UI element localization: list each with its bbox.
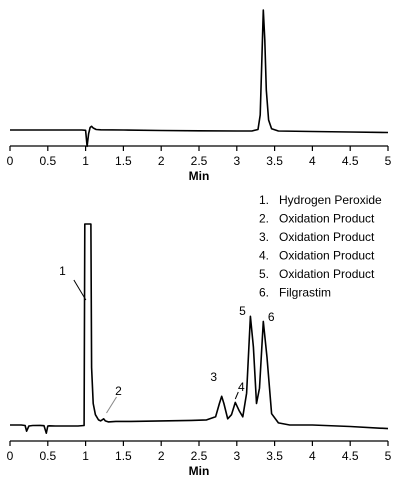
x-tick-label: 3.5 [266,154,283,168]
legend-entry-number: 2. [259,212,269,226]
x-tick-label: 2.5 [191,154,208,168]
x-tick-label: 0.5 [39,449,56,463]
x-tick-label: 4.5 [342,154,359,168]
peak-label-2: 2 [115,384,122,398]
x-tick-label: 0.5 [39,154,56,168]
legend-entry-number: 6. [259,286,269,300]
peak-leader-line-2 [106,396,117,414]
peak-label-5: 5 [239,304,246,318]
x-tick-label: 3.5 [266,449,283,463]
peak-label-6: 6 [268,310,275,324]
legend-entry-label: Oxidation Product [279,230,375,244]
x-tick-label: 4 [309,154,316,168]
legend-entry-label: Oxidation Product [279,267,375,281]
x-tick-label: 2 [158,154,165,168]
x-tick-label: 0 [7,154,14,168]
x-tick-label: 3 [233,449,240,463]
x-tick-label: 2.5 [191,449,208,463]
x-tick-label: 1.5 [115,449,132,463]
x-tick-label: 4.5 [342,449,359,463]
series-line-1 [10,223,389,434]
x-tick-label: 5 [385,449,392,463]
legend-entry-number: 3. [259,230,269,244]
legend-entry-label: Oxidation Product [279,212,375,226]
x-axis-title: Min [189,169,210,183]
x-tick-label: 1 [82,154,89,168]
legend-entry-number: 5. [259,267,269,281]
x-tick-label: 4 [309,449,316,463]
peak-label-3: 3 [210,370,217,384]
x-tick-label: 2 [158,449,165,463]
peak-leader-line-4 [234,391,239,400]
peak-label-4: 4 [238,380,245,394]
x-tick-label: 0 [7,449,14,463]
peak-label-1: 1 [59,264,66,278]
x-tick-label: 1.5 [115,154,132,168]
legend-entry-label: Filgrastim [279,286,331,300]
legend-entry-number: 4. [259,249,269,263]
legend-entry-number: 1. [259,193,269,207]
x-tick-label: 3 [233,154,240,168]
peak-leader-line-1 [73,279,87,301]
legend-entry-label: Hydrogen Peroxide [279,193,382,207]
x-axis-title: Min [189,464,210,478]
x-tick-label: 1 [82,449,89,463]
x-tick-label: 5 [385,154,392,168]
legend-entry-label: Oxidation Product [279,249,375,263]
series-line-1 [10,9,389,148]
